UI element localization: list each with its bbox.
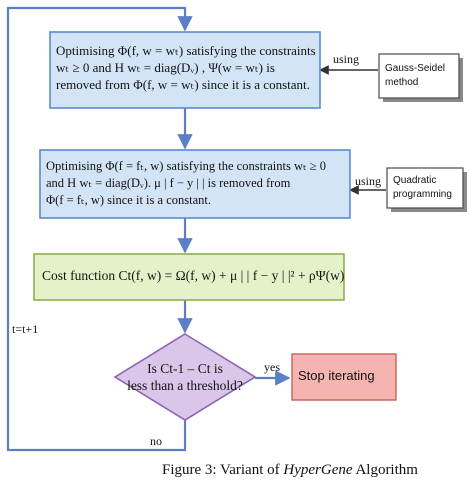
decision-text: Is Ct-1 – Ct is less than a threshold? — [125, 360, 245, 394]
cost-function-text: Cost function Ct(f, w) = Ω(f, w) + μ | |… — [42, 268, 345, 283]
method2-box — [386, 167, 464, 209]
using-label-2: using — [355, 174, 382, 188]
decision-line-2: less than a threshold? — [127, 378, 243, 393]
using-label-1: using — [333, 52, 360, 66]
method1-box — [378, 53, 460, 99]
figure-caption: Figure 3: Variant of HyperGene Algorithm — [162, 462, 418, 479]
step1-box — [49, 31, 321, 109]
step2-line-2: and H wₜ = diag(Dᵥ). μ | f − y | | is re… — [46, 176, 291, 190]
decision-diamond — [113, 333, 257, 421]
method1-line-2: method — [385, 77, 419, 88]
yes-label: yes — [264, 360, 280, 374]
method1-text: Gauss-Seidel method — [385, 62, 457, 90]
step2-box — [39, 149, 351, 219]
loop-label: t=t+1 — [12, 322, 39, 336]
caption-suffix: Algorithm — [352, 462, 418, 478]
stop-box — [291, 353, 397, 401]
stop-text: Stop iterating — [298, 368, 375, 383]
loop-back-arrow — [6, 6, 193, 452]
step2-text: Optimising Φ(f = fₜ, w) satisfying the c… — [46, 158, 348, 209]
no-label: no — [150, 434, 162, 448]
step3-box — [33, 253, 345, 301]
method1-line-1: Gauss-Seidel — [385, 63, 446, 74]
step2-line-1: Optimising Φ(f = fₜ, w) satisfying the c… — [46, 159, 327, 173]
step2-line-3: Φ(f = fₜ, w) since it is a constant. — [46, 193, 211, 207]
step1-line-3: removed from Φ(f, w = wₜ) since it is a … — [56, 77, 310, 92]
step1-line-2: wₜ ≥ 0 and H wₜ = diag(Dᵥ) , Ψ(w = wₜ) i… — [56, 60, 275, 75]
step1-line-1: Optimising Φ(f, w = wₜ) satisfying the c… — [56, 43, 316, 58]
method2-line-1: Quadratic — [393, 175, 437, 186]
step1-text: Optimising Φ(f, w = wₜ) satisfying the c… — [56, 42, 318, 93]
caption-emphasis: HyperGene — [283, 462, 353, 478]
method2-text: Quadratic programming — [393, 174, 463, 202]
method2-line-2: programming — [393, 189, 452, 200]
caption-prefix: Figure 3: Variant of — [162, 462, 284, 478]
decision-line-1: Is Ct-1 – Ct is — [147, 361, 223, 376]
